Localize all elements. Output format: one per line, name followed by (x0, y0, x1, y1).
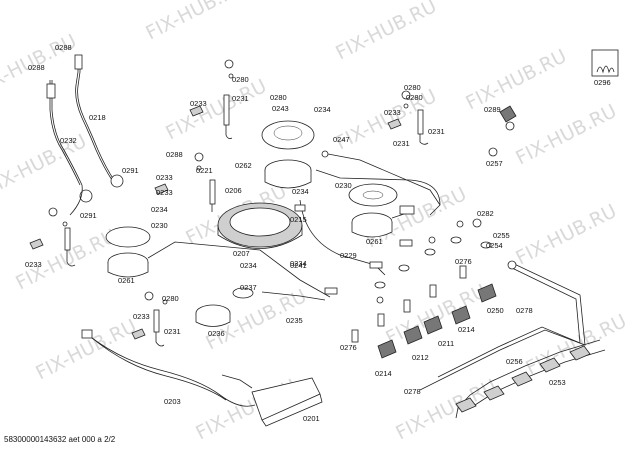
footer-caption: 58300000143632 aet 000 a 2/2 (4, 435, 116, 444)
part-label: 0257 (486, 159, 503, 168)
part-label: 0278 (516, 306, 533, 315)
part-label: 0280 (406, 93, 423, 102)
part-label: 0231 (164, 327, 181, 336)
part-label: 0207 (233, 249, 250, 258)
part-label: 0253 (549, 378, 566, 387)
watermark-text: FIX-HUB.RU (142, 0, 250, 44)
part-label: 0231 (232, 94, 249, 103)
part-label: 0215 (290, 215, 307, 224)
part-label: 0233 (25, 260, 42, 269)
part-label: 0206 (225, 186, 242, 195)
legend-box-label: 0296 (594, 78, 611, 87)
part-label: 0250 (487, 306, 504, 315)
part-label: 0234 (314, 105, 331, 114)
part-label: 0280 (232, 75, 249, 84)
part-label: 0221 (196, 166, 213, 175)
part-label: 0229 (340, 251, 357, 260)
part-label: 0276 (455, 257, 472, 266)
watermark-text: FIX-HUB.RU (162, 75, 270, 144)
part-label: 0282 (477, 209, 494, 218)
part-label: 0256 (506, 357, 523, 366)
part-label: 0212 (412, 353, 429, 362)
part-label: 0233 (133, 312, 150, 321)
part-label: 0280 (162, 294, 179, 303)
part-label: 0233 (190, 99, 207, 108)
part-label: 0243 (272, 104, 289, 113)
part-label: 0231 (428, 127, 445, 136)
part-label: 0234 (292, 187, 309, 196)
part-label: 0237 (240, 283, 257, 292)
part-label: 0235 (286, 316, 303, 325)
part-label: 0203 (164, 397, 181, 406)
part-number-labels: 0288 0288 0280 0218 0232 0291 0233 0231 0280 0233… (25, 43, 566, 423)
part-label: 0278 (404, 387, 421, 396)
part-label: 0262 (235, 161, 252, 170)
part-label: 0254 (486, 241, 503, 250)
part-label: 0211 (438, 339, 454, 348)
part-label: 0291 (80, 211, 97, 220)
part-label: 0280 (404, 83, 421, 92)
watermark-text: FIX-HUB.RU (462, 45, 570, 114)
part-label: 0276 (340, 343, 357, 352)
part-label: 0261 (366, 237, 383, 246)
part-label: 0288 (166, 150, 183, 159)
part-label: 0230 (151, 221, 168, 230)
part-label: 0230 (335, 181, 352, 190)
part-label: 0214 (458, 325, 475, 334)
part-label: 0289 (484, 105, 501, 114)
part-label: 0291 (122, 166, 139, 175)
part-label: 0288 (28, 63, 45, 72)
part-label: 0233 (156, 188, 173, 197)
watermark-text: FIX-HUB.RU (332, 0, 440, 64)
watermark-text: FIX-HUB.RU (32, 315, 140, 384)
watermark-text: FIX-HUB.RU (522, 310, 630, 379)
part-label: 0201 (303, 414, 320, 423)
part-label: 0234 (151, 205, 168, 214)
part-label: 0233 (156, 173, 173, 182)
part-label: 0218 (89, 113, 106, 122)
part-label: 0236 (208, 329, 225, 338)
part-label: 0241 (290, 261, 307, 270)
parts-drawing (29, 54, 606, 427)
part-label: 0214 (375, 369, 392, 378)
legend-box: 0296 (591, 49, 619, 87)
part-label: 0280 (270, 93, 287, 102)
watermark-text: FIX-HUB.RU (512, 200, 620, 269)
part-label: 0234 (290, 259, 307, 268)
part-label: 0247 (333, 135, 350, 144)
part-label: 0234 (240, 261, 257, 270)
part-label: 0255 (493, 231, 510, 240)
part-label: 0231 (393, 139, 410, 148)
part-label: 0261 (118, 276, 135, 285)
part-label: 0232 (60, 136, 77, 145)
watermark-text: FIX-HUB.RU (392, 375, 500, 444)
part-label: 0288 (55, 43, 72, 52)
part-label: 0233 (384, 108, 401, 117)
watermark-text: FIX-HUB.RU (512, 100, 620, 169)
